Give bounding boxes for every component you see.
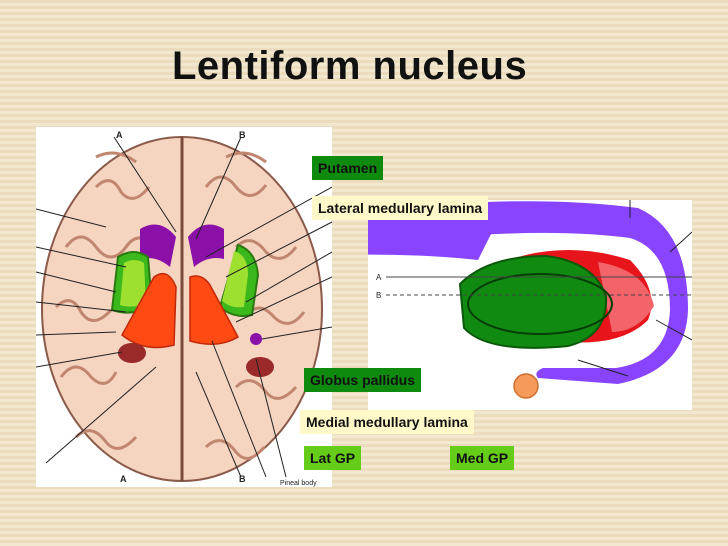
pointer-lines [36, 136, 332, 478]
pineal-body-label: Pineal body [280, 480, 317, 487]
putamen-left-highlight [120, 260, 146, 307]
brain-axial-illustration: A B A B Pineal body [36, 130, 332, 487]
marker-a-bottom: A [120, 474, 127, 484]
section-label-a: A [376, 273, 382, 282]
marker-a-top: A [116, 130, 123, 140]
putamen-right-highlight [222, 251, 248, 308]
section-label-b: B [376, 291, 381, 300]
side-pointer-lines [577, 200, 692, 377]
marker-b-bottom: B [239, 474, 246, 484]
caudate-left [140, 224, 176, 267]
amygdala-bulb [513, 373, 539, 399]
globus-pallidus-left [121, 272, 177, 349]
label-putamen: Putamen [312, 156, 384, 180]
thalamus-left [118, 343, 146, 363]
label-med-gp: Med GP [450, 446, 515, 470]
label-lat-gp: Lat GP [304, 446, 362, 470]
lentiform-inner-outline [467, 273, 613, 335]
slide-title: Lentiform nucleus [172, 44, 528, 88]
thalamus-right [246, 357, 274, 377]
brain-axial-section: A B A B Pineal body [36, 127, 332, 487]
label-lateral-medullary-lamina: Lateral medullary lamina [312, 196, 489, 220]
caudate-head [368, 210, 498, 260]
marker-b-top: B [239, 130, 246, 140]
caudate-tail [250, 333, 262, 345]
label-medial-medullary-lamina: Medial medullary lamina [300, 410, 474, 434]
label-globus-pallidus: Globus pallidus [304, 368, 422, 392]
thalamus-highlight [598, 262, 654, 332]
globus-pallidus-right [189, 275, 239, 345]
caudate-right [188, 224, 224, 267]
lentiform-nucleus [458, 254, 608, 349]
